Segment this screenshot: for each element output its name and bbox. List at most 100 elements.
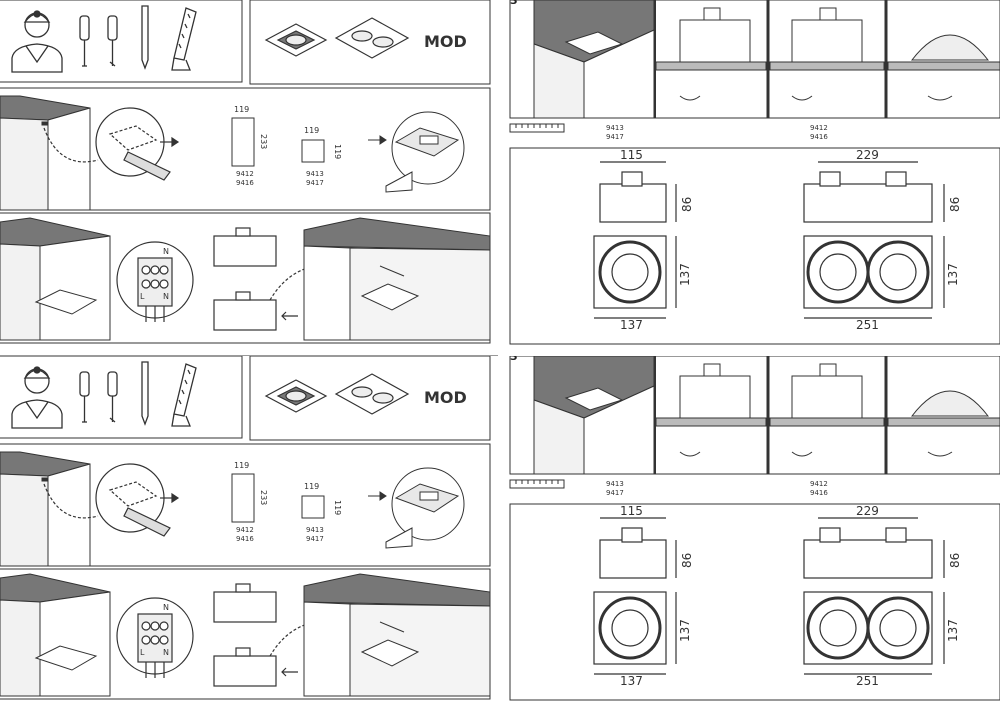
ruler-icon <box>509 479 565 489</box>
dimension-panel <box>509 503 1000 701</box>
install-panel <box>509 0 1000 119</box>
single-width-top: 115 <box>620 148 643 162</box>
screwdriver-flat-icon <box>79 15 90 67</box>
pencil-icon <box>141 361 149 426</box>
install-step-lamp <box>887 34 1000 101</box>
product-double-icon <box>334 373 410 415</box>
instruction-page-2: MOD 3 119 233 9412 9416 119 119 9413 941… <box>0 356 1000 712</box>
page-drawing <box>0 356 1000 701</box>
terminal-label-2: L <box>140 648 145 657</box>
ceiling-illustration <box>0 95 91 211</box>
ruler-icon <box>509 123 565 133</box>
cutout-panel <box>0 87 491 211</box>
cutout-double-depth: 233 <box>259 490 268 506</box>
double-width-top: 229 <box>856 148 879 162</box>
dimension-double-top <box>803 235 945 319</box>
drawing-double-code-1: 9412 <box>810 480 828 488</box>
single-width-bottom: 137 <box>620 318 643 332</box>
mounted-fixture <box>303 217 491 341</box>
cutout-single-width: 119 <box>304 482 320 491</box>
cutout-double-code-1: 9412 <box>236 526 254 534</box>
magnifier-illustration <box>43 107 180 181</box>
cutout-result <box>368 467 465 549</box>
cutout-result <box>368 111 465 193</box>
single-depth: 137 <box>678 263 692 286</box>
double-width-top: 229 <box>856 504 879 518</box>
install-step-fixture-1 <box>655 363 767 457</box>
page-drawing <box>0 0 1000 345</box>
screwdriver-cross-icon <box>107 371 118 423</box>
drawing-double-code-1: 9412 <box>810 124 828 132</box>
drawing-single-code-1: 9413 <box>606 480 624 488</box>
drawing-single-code-2: 9417 <box>606 489 624 497</box>
cutout-single-code-2: 9417 <box>306 535 324 543</box>
install-panel <box>509 356 1000 475</box>
pencil-icon <box>141 5 149 70</box>
step-number: 3 <box>510 356 518 363</box>
product-single-icon <box>264 23 328 57</box>
electrician-icon <box>11 366 63 429</box>
cutout-single-width: 119 <box>304 126 320 135</box>
terminal-label-1: N <box>163 247 169 256</box>
product-panel <box>249 356 491 441</box>
dimension-single-top <box>593 235 677 319</box>
product-panel <box>249 0 491 85</box>
dimension-single-top <box>593 591 677 675</box>
tools-panel <box>0 356 243 439</box>
install-step-fixture-1 <box>655 7 767 101</box>
cutout-rect-single <box>301 495 325 519</box>
mounted-fixture <box>303 573 491 697</box>
brand-label: MOD <box>424 32 467 51</box>
terminal-label-3: N <box>163 292 169 301</box>
drawing-single-code-1: 9413 <box>606 124 624 132</box>
install-step-lamp <box>887 390 1000 457</box>
electrician-icon <box>11 10 63 73</box>
screwdriver-cross-icon <box>107 15 118 67</box>
cutout-rect-double <box>231 473 255 523</box>
single-height: 86 <box>680 552 694 568</box>
double-height: 86 <box>948 196 962 212</box>
saw-icon <box>171 7 197 71</box>
dimension-panel <box>509 147 1000 345</box>
drawing-double-code-2: 9416 <box>810 489 828 497</box>
dimension-single-side <box>599 517 677 579</box>
magnifier-illustration <box>43 463 180 537</box>
wiring-ceiling <box>0 573 111 697</box>
instruction-page-1: MOD 3 119 233 9412 9416 119 119 9413 941… <box>0 0 1000 345</box>
single-depth: 137 <box>678 619 692 642</box>
terminal-label-3: N <box>163 648 169 657</box>
terminal-label-2: L <box>140 292 145 301</box>
cutout-single-code-1: 9413 <box>306 526 324 534</box>
double-depth: 137 <box>946 263 960 286</box>
cutout-double-width: 119 <box>234 461 250 470</box>
saw-icon <box>171 363 197 427</box>
single-width-top: 115 <box>620 504 643 518</box>
screwdriver-flat-icon <box>79 371 90 423</box>
cutout-double-width: 119 <box>234 105 250 114</box>
double-height: 86 <box>948 552 962 568</box>
dimension-double-top <box>803 591 945 675</box>
cutout-double-depth: 233 <box>259 134 268 150</box>
step-number: 3 <box>510 0 518 7</box>
single-width-bottom: 137 <box>620 674 643 688</box>
fixture-side-views <box>213 583 361 687</box>
single-height: 86 <box>680 196 694 212</box>
cutout-double-code-1: 9412 <box>236 170 254 178</box>
product-single-icon <box>264 379 328 413</box>
terminal-label-1: N <box>163 603 169 612</box>
install-step-fixture-2 <box>769 7 885 101</box>
tools-panel <box>0 0 243 83</box>
cutout-single-code-1: 9413 <box>306 170 324 178</box>
cutout-rect-single <box>301 139 325 163</box>
install-step-ceiling <box>533 0 655 119</box>
terminal-block-illustration <box>116 241 194 322</box>
double-depth: 137 <box>946 619 960 642</box>
wiring-ceiling <box>0 217 111 341</box>
double-width-bottom: 251 <box>856 674 879 688</box>
product-double-icon <box>334 17 410 59</box>
double-width-bottom: 251 <box>856 318 879 332</box>
page-divider <box>0 355 498 356</box>
cutout-single-code-2: 9417 <box>306 179 324 187</box>
terminal-block-illustration <box>116 597 194 678</box>
cutout-single-depth: 119 <box>333 144 342 160</box>
